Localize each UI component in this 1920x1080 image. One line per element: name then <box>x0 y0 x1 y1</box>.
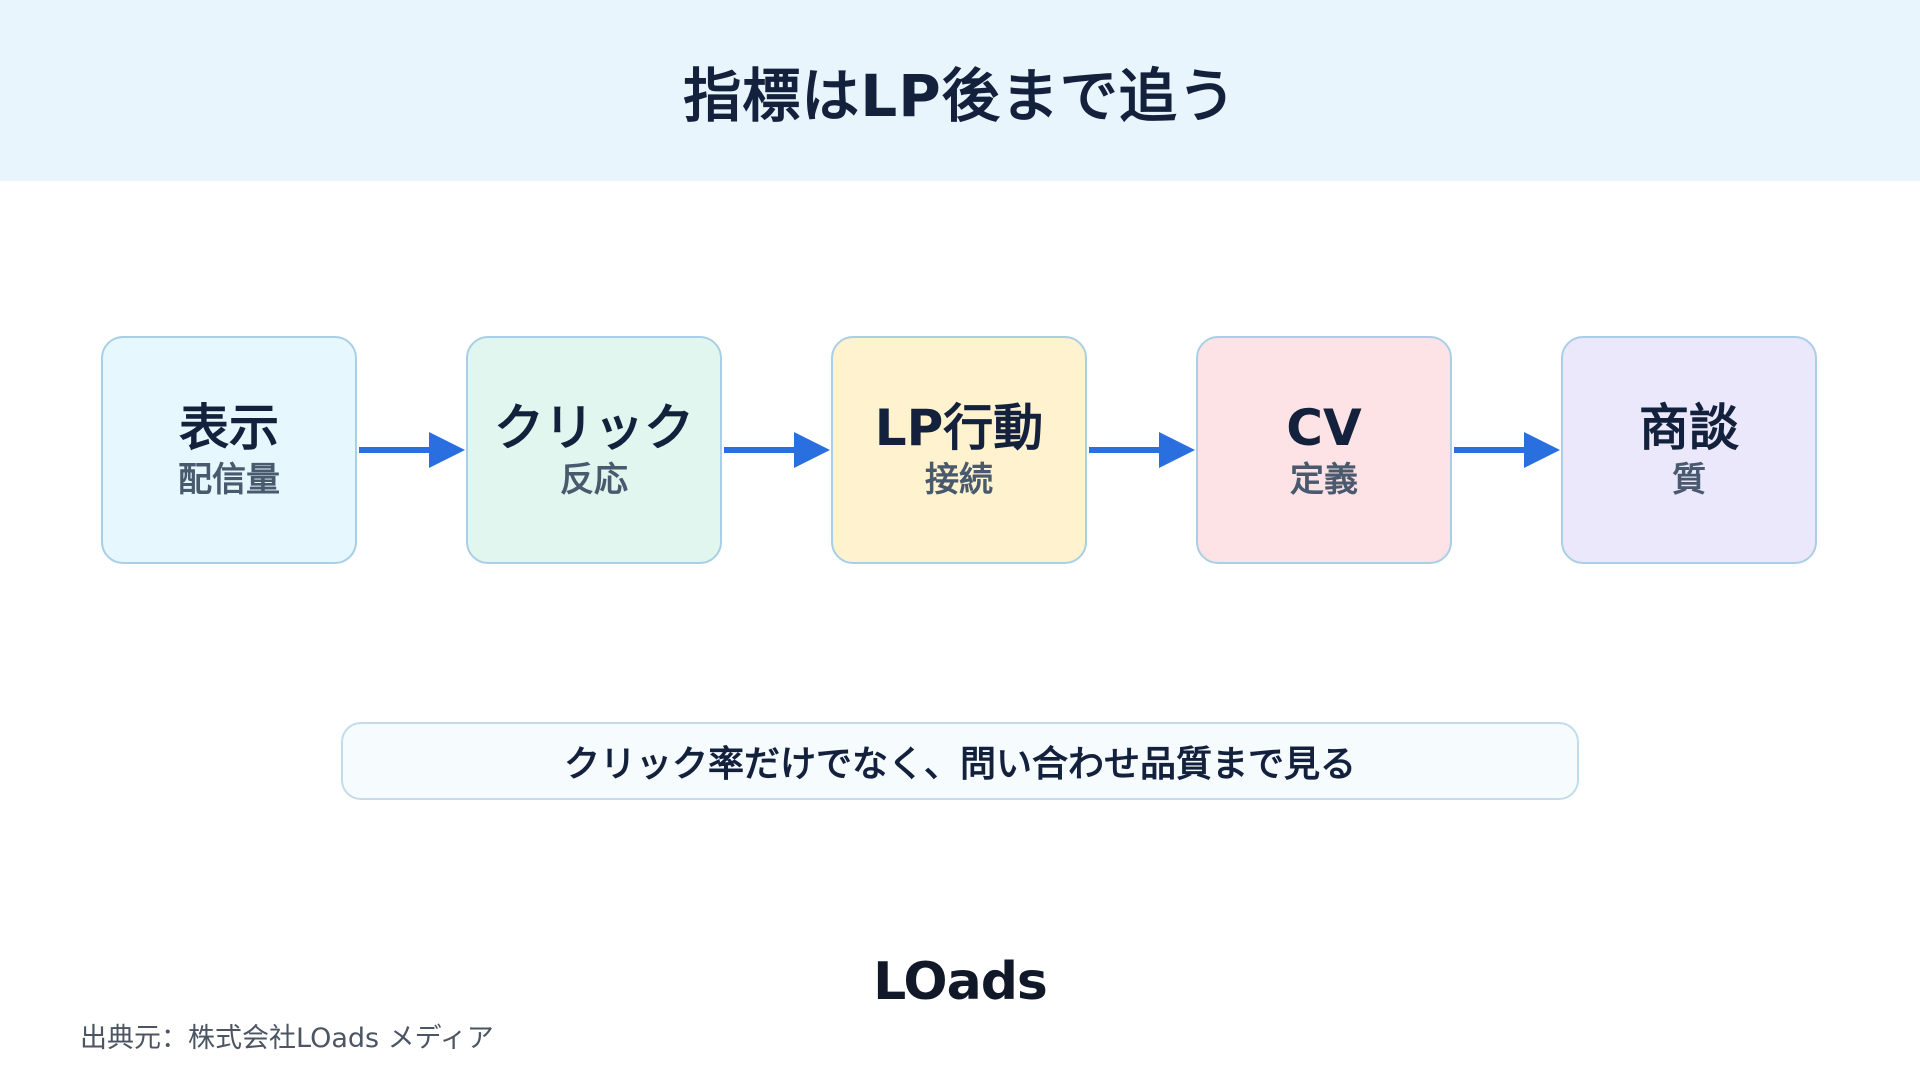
arrow-right-icon <box>1089 432 1195 468</box>
header-banner: 指標はLP後まで追う <box>0 0 1920 181</box>
logo-text: LOads <box>873 952 1048 1012</box>
step-title: LP行動 <box>874 398 1044 457</box>
page-title: 指標はLP後まで追う <box>683 61 1237 130</box>
step-box-cv: CV 定義 <box>1196 336 1452 564</box>
step-title: 表示 <box>179 398 279 457</box>
callout-box: クリック率だけでなく、問い合わせ品質まで見る <box>341 722 1579 800</box>
source-credit: 出典元：株式会社LOads メディア <box>80 1023 494 1054</box>
step-subtitle: 配信量 <box>178 459 280 500</box>
step-box-lp-action: LP行動 接続 <box>831 336 1087 564</box>
callout-text: クリック率だけでなく、問い合わせ品質まで見る <box>563 744 1356 785</box>
step-subtitle: 接続 <box>925 459 993 500</box>
step-title: CV <box>1286 398 1362 457</box>
step-title: クリック <box>494 398 694 457</box>
step-box-click: クリック 反応 <box>466 336 722 564</box>
arrow-right-icon <box>724 432 830 468</box>
step-title: 商談 <box>1639 398 1739 457</box>
step-subtitle: 反応 <box>560 459 628 500</box>
step-box-display: 表示 配信量 <box>101 336 357 564</box>
step-subtitle: 定義 <box>1290 459 1358 500</box>
arrow-right-icon <box>359 432 465 468</box>
step-box-deal: 商談 質 <box>1561 336 1817 564</box>
arrow-right-icon <box>1454 432 1560 468</box>
step-subtitle: 質 <box>1672 459 1706 500</box>
brand-logo: LOads <box>860 952 1060 1012</box>
